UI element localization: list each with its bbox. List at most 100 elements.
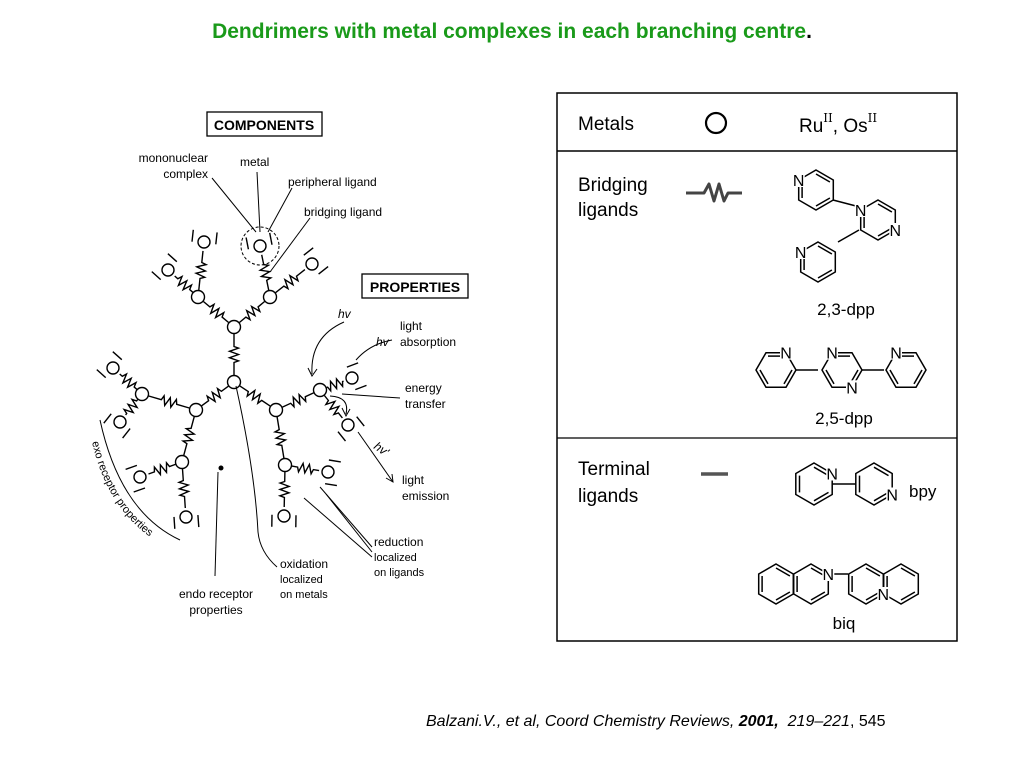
double-bond <box>813 466 829 477</box>
bridging-ligand-link <box>148 393 190 410</box>
complex-label: complex <box>163 167 208 181</box>
metal-node <box>226 374 242 390</box>
nitrogen-atom-bg <box>889 223 902 237</box>
peripheral-ligand <box>167 253 178 263</box>
light-emission-label-1: light <box>402 473 425 487</box>
bridging-ligand-link <box>119 372 138 390</box>
reduction-label-3: on ligands <box>374 567 425 579</box>
double-bond <box>817 245 833 255</box>
component-pointers <box>211 171 311 273</box>
double-bond <box>825 369 835 385</box>
peripheral-ligand <box>122 428 131 439</box>
double-bond <box>813 491 829 502</box>
citation-year: 2001, <box>738 713 779 730</box>
double-bond <box>815 173 831 183</box>
bridging-ligand-link <box>202 300 230 324</box>
nitrogen-atom: N <box>855 203 867 220</box>
metal-node <box>134 386 150 402</box>
double-bond <box>783 369 793 385</box>
metal-node <box>277 457 293 473</box>
bridging-ligand-link <box>201 385 229 407</box>
reduction-label-1: reduction <box>374 535 423 549</box>
bridging-ligand-link <box>258 254 273 291</box>
bridging-ligand-link <box>323 395 343 419</box>
dpp25-label: 2,5-dpp <box>815 409 873 428</box>
terminal-metal-node <box>179 510 193 524</box>
double-bond <box>815 197 831 207</box>
single-bond <box>837 229 860 243</box>
nitrogen-atom: N <box>886 488 898 505</box>
metal-node <box>312 382 328 398</box>
nitrogen-atom-bg <box>886 487 899 502</box>
exo-arc-line <box>99 419 181 541</box>
terminal-ligands-label-1: Terminal <box>578 459 650 480</box>
peripheral-ligand <box>173 516 176 529</box>
peripheral-ligand <box>197 515 200 528</box>
nitrogen-atom-bg <box>780 345 792 360</box>
metal-symbol-icon <box>704 111 728 135</box>
terminal-metal-node <box>321 465 335 479</box>
peripheral-ligand <box>346 362 359 368</box>
metals-label: Metals <box>578 114 634 135</box>
nitrogen-atom: N <box>846 380 858 397</box>
os-text: , Os <box>833 116 868 137</box>
terminal-metal-node <box>106 361 120 375</box>
peripheral-ligand <box>303 247 314 256</box>
bridging-ligand-link <box>148 460 176 477</box>
terminal-metal-node <box>253 239 267 253</box>
peripheral-ligand <box>337 431 347 442</box>
ligand-table: Metals RuII, OsII Bridging ligands Termi… <box>556 92 958 642</box>
biq-label: biq <box>833 614 856 633</box>
endo-point <box>218 465 224 471</box>
peripheral-ligand <box>125 464 138 471</box>
bridging-ligand-link <box>180 416 197 456</box>
nitrogen-atom: N <box>823 567 835 584</box>
bpy-label: bpy <box>909 482 937 501</box>
peripheral-ligand <box>191 229 194 242</box>
double-bond <box>900 567 916 577</box>
bridging-ligands-label-2: ligands <box>578 200 638 221</box>
citation-pages: 219–221 <box>787 713 850 730</box>
metal-label: metal <box>240 155 269 169</box>
ru-text: Ru <box>799 116 823 137</box>
components-label: COMPONENTS <box>214 117 314 133</box>
bridging-ligand-link <box>227 334 241 375</box>
metal-node <box>188 402 204 418</box>
terminal-metal-node <box>161 263 175 277</box>
bridging-ligand-link <box>277 471 292 508</box>
peripheral-ligand <box>324 483 338 487</box>
nitrogen-atom: N <box>795 245 807 262</box>
property-pointers <box>214 321 401 577</box>
aromatic-ring <box>855 462 893 506</box>
exo-receptor-label: exo receptor properties <box>89 440 155 539</box>
nitrogen-atom: N <box>780 346 792 363</box>
peripheral-ligand <box>355 384 367 391</box>
peripheral-ligand <box>269 232 273 245</box>
double-bond <box>810 591 826 601</box>
oxidation-label-3: on metals <box>280 589 328 601</box>
nitrogen-atom: N <box>878 587 890 604</box>
nitrogen-atom-bg <box>822 567 835 581</box>
hv-prime-label: hv' <box>371 439 392 459</box>
bridging-ligand-link <box>174 274 194 293</box>
peripheral-ligand <box>103 413 112 424</box>
double-bond <box>877 203 893 213</box>
dendrimer-diagram: COMPONENTS PROPERTIES mononuclear comple… <box>89 111 469 617</box>
nitrogen-atom-bg <box>826 345 838 360</box>
double-bond <box>873 491 889 502</box>
terminal-metal-node <box>113 415 127 429</box>
peripheral-ligand <box>96 369 107 379</box>
properties-label: PROPERTIES <box>370 279 460 295</box>
terminal-metal-node <box>345 371 359 385</box>
endo-receptor-label-1: endo receptor <box>179 587 253 601</box>
terminal-metal-node <box>277 509 291 523</box>
exo-receptor-text: exo receptor properties <box>89 440 155 539</box>
endo-receptor-label-2: properties <box>189 603 242 617</box>
nitrogen-atom: N <box>826 467 838 484</box>
oxidation-label-2: localized <box>280 574 323 586</box>
peripheral-ligand <box>151 271 162 281</box>
terminal-metal-node <box>197 235 211 249</box>
ru-oxidation: II <box>823 111 833 125</box>
light-absorption-label-2: absorption <box>400 335 456 349</box>
